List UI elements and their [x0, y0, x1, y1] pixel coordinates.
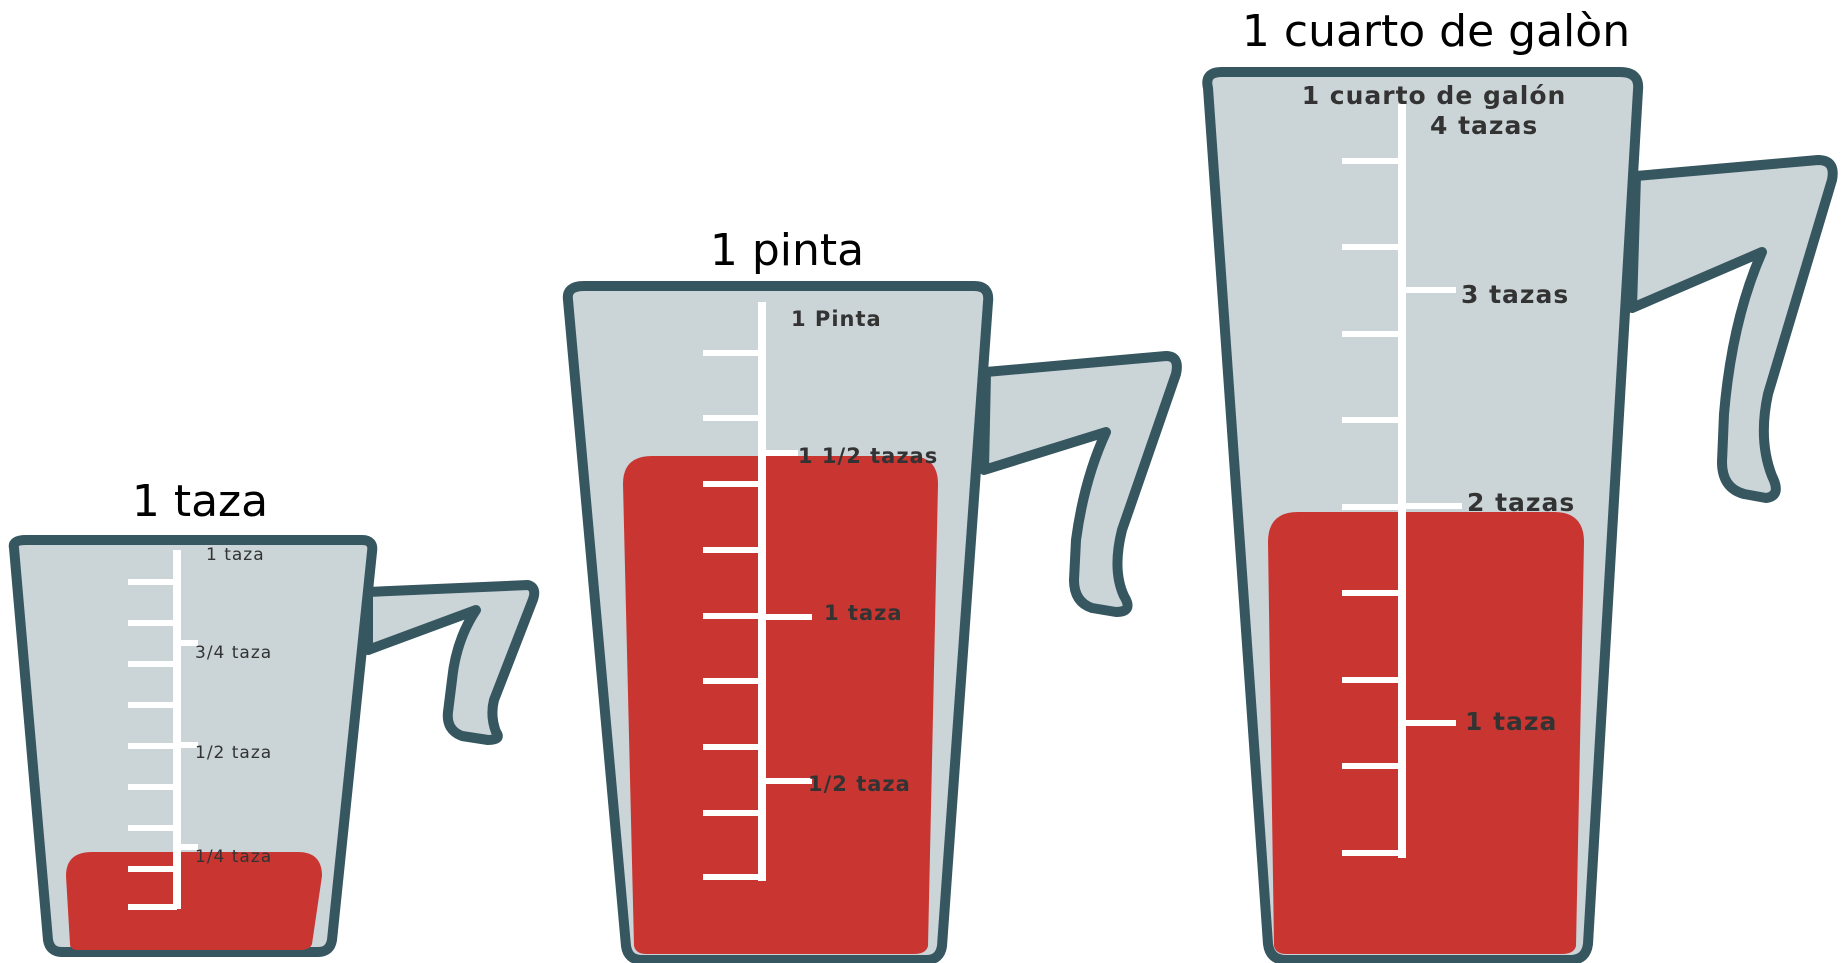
cup-3-label-two-cups: 2 tazas — [1467, 488, 1575, 517]
cup-2-label-one-half-cups: 1 1/2 tazas — [798, 444, 938, 468]
cup-one-pint: 1 pinta 1 Pinta 1 1/2 tazas 1 taza 1/2 t… — [568, 225, 1177, 960]
cup-3-label-one-cup: 1 taza — [1465, 707, 1557, 736]
cup-2-label-half-cup: 1/2 taza — [808, 772, 911, 796]
cup-1-label-half: 1/2 taza — [195, 743, 272, 763]
cup-1-label-full: 1 taza — [206, 545, 265, 565]
cup-3-label-quart: 1 cuarto de galón — [1302, 81, 1567, 110]
cup-1-label-quarter: 1/4 taza — [195, 847, 272, 867]
cup-2-handle — [984, 356, 1177, 612]
cup-1-handle — [368, 585, 534, 740]
cup-2-liquid — [623, 456, 938, 954]
cup-3-handle — [1632, 160, 1833, 498]
cup-1-title: 1 taza — [132, 476, 268, 527]
cup-2-label-pint: 1 Pinta — [791, 307, 882, 331]
cup-1-label-three-quarter: 3/4 taza — [195, 643, 272, 663]
cup-3-title: 1 cuarto de galòn — [1242, 6, 1630, 57]
cup-one-cup: 1 taza 1 taza 3/4 taza 1/2 taza 1/4 taza — [14, 476, 535, 952]
cup-1-liquid — [66, 852, 322, 950]
cup-2-title: 1 pinta — [710, 225, 864, 276]
cup-3-label-three-cups: 3 tazas — [1461, 280, 1569, 309]
cup-3-label-four-cups: 4 tazas — [1430, 111, 1538, 140]
cup-2-label-one-cup: 1 taza — [824, 601, 903, 625]
cup-one-quart: 1 cuarto de galòn 1 cuarto de galón 4 ta… — [1207, 6, 1832, 960]
